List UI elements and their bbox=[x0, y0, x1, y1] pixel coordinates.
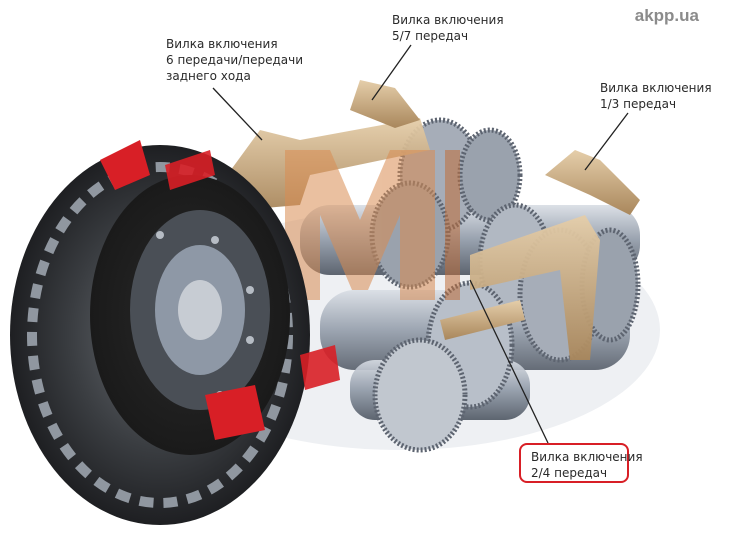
label-line: 5/7 передач bbox=[392, 29, 469, 43]
fork-24-label: Вилка включения 2/4 передач bbox=[531, 449, 643, 481]
site-watermark: akpp.ua bbox=[634, 6, 699, 25]
label-line: заднего хода bbox=[166, 69, 251, 83]
leader-lines bbox=[212, 44, 629, 444]
clutch-assembly bbox=[10, 140, 340, 525]
fork-13-label: Вилка включения 1/3 передач bbox=[600, 80, 712, 112]
fork-57-label: Вилка включения 5/7 передач bbox=[392, 12, 504, 44]
label-line: 2/4 передач bbox=[531, 466, 608, 480]
fork-24-callout: Вилка включения 2/4 передач bbox=[519, 443, 643, 483]
reverse-fork-label: Вилка включения 6 передачи/передачи задн… bbox=[166, 36, 303, 84]
label-line: Вилка включения bbox=[166, 37, 278, 51]
label-line: 1/3 передач bbox=[600, 97, 677, 111]
label-line: Вилка включения bbox=[392, 13, 504, 27]
label-line: 6 передачи/передачи bbox=[166, 53, 304, 67]
label-line: Вилка включения bbox=[600, 81, 712, 95]
logo-watermark bbox=[285, 150, 460, 300]
label-line: Вилка включения bbox=[531, 450, 643, 464]
